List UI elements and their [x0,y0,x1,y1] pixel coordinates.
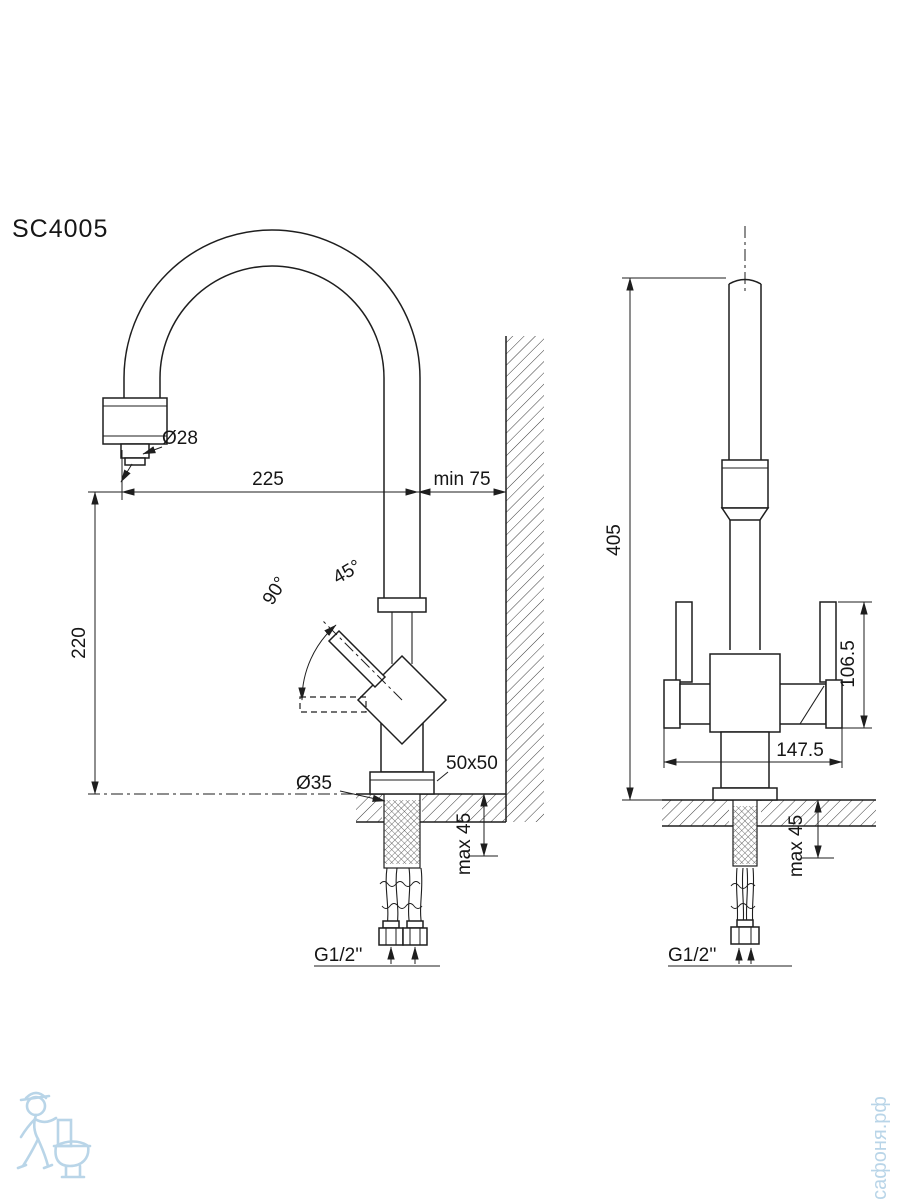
left-handle [675,601,693,683]
watermark-text: сафоня.рф [869,1096,891,1200]
thread-label: G1/2'' [668,945,716,966]
spout-reach-label: 225 [252,469,284,490]
spout-height-label: 220 [69,627,90,659]
flow-arrow [120,463,133,483]
left-arm [679,683,713,725]
hose-nut [730,926,760,945]
hose-nuts [378,920,428,946]
right-handle [819,601,837,683]
total-height-label: 405 [604,524,625,556]
deck-thickness-label: max 45 [454,813,475,875]
base-flange [712,787,778,801]
spout-head [102,397,168,483]
watermark-logo [16,1091,92,1179]
thread-label: G1/2'' [314,945,362,966]
body-width-label: 147.5 [776,740,824,761]
wall-section [505,336,544,822]
mounting-hole-label: Ø35 [296,773,332,794]
swivel-angle-label: 90° [259,573,292,608]
swivel-arc [298,624,337,701]
mixer-body [299,597,448,795]
spout [102,229,421,600]
toilet-bowl [54,1140,90,1168]
supply-connections [730,799,760,945]
model-number: SC4005 [12,215,108,243]
side-view: 90° 45° 225 min 75 220 Ø28 50x50 Ø35 max… [69,229,544,967]
counter-section [662,799,876,827]
faucet-body [663,226,843,801]
front-view: 405 106.5 147.5 max 45 G1/2'' [604,226,876,967]
handle-height-label: 106.5 [838,640,859,688]
base-plate-label: 50x50 [446,753,498,774]
handle-angle-label: 45° [330,556,365,589]
spout-diameter-label: Ø28 [162,428,198,449]
base-flange [369,771,435,795]
front-view-dimensions: 405 106.5 147.5 max 45 G1/2'' [604,277,872,967]
handle-lever [327,629,387,689]
spout-collar [721,459,769,509]
central-body [709,653,781,733]
wall-clearance-label: min 75 [433,469,490,490]
supply-connections [378,793,428,946]
right-arm [777,683,827,725]
side-view-dimensions: 90° 45° 225 min 75 220 Ø28 50x50 Ø35 max… [69,428,507,967]
handle-alt-position [299,696,367,713]
deck-thickness-label: max 45 [786,815,807,877]
